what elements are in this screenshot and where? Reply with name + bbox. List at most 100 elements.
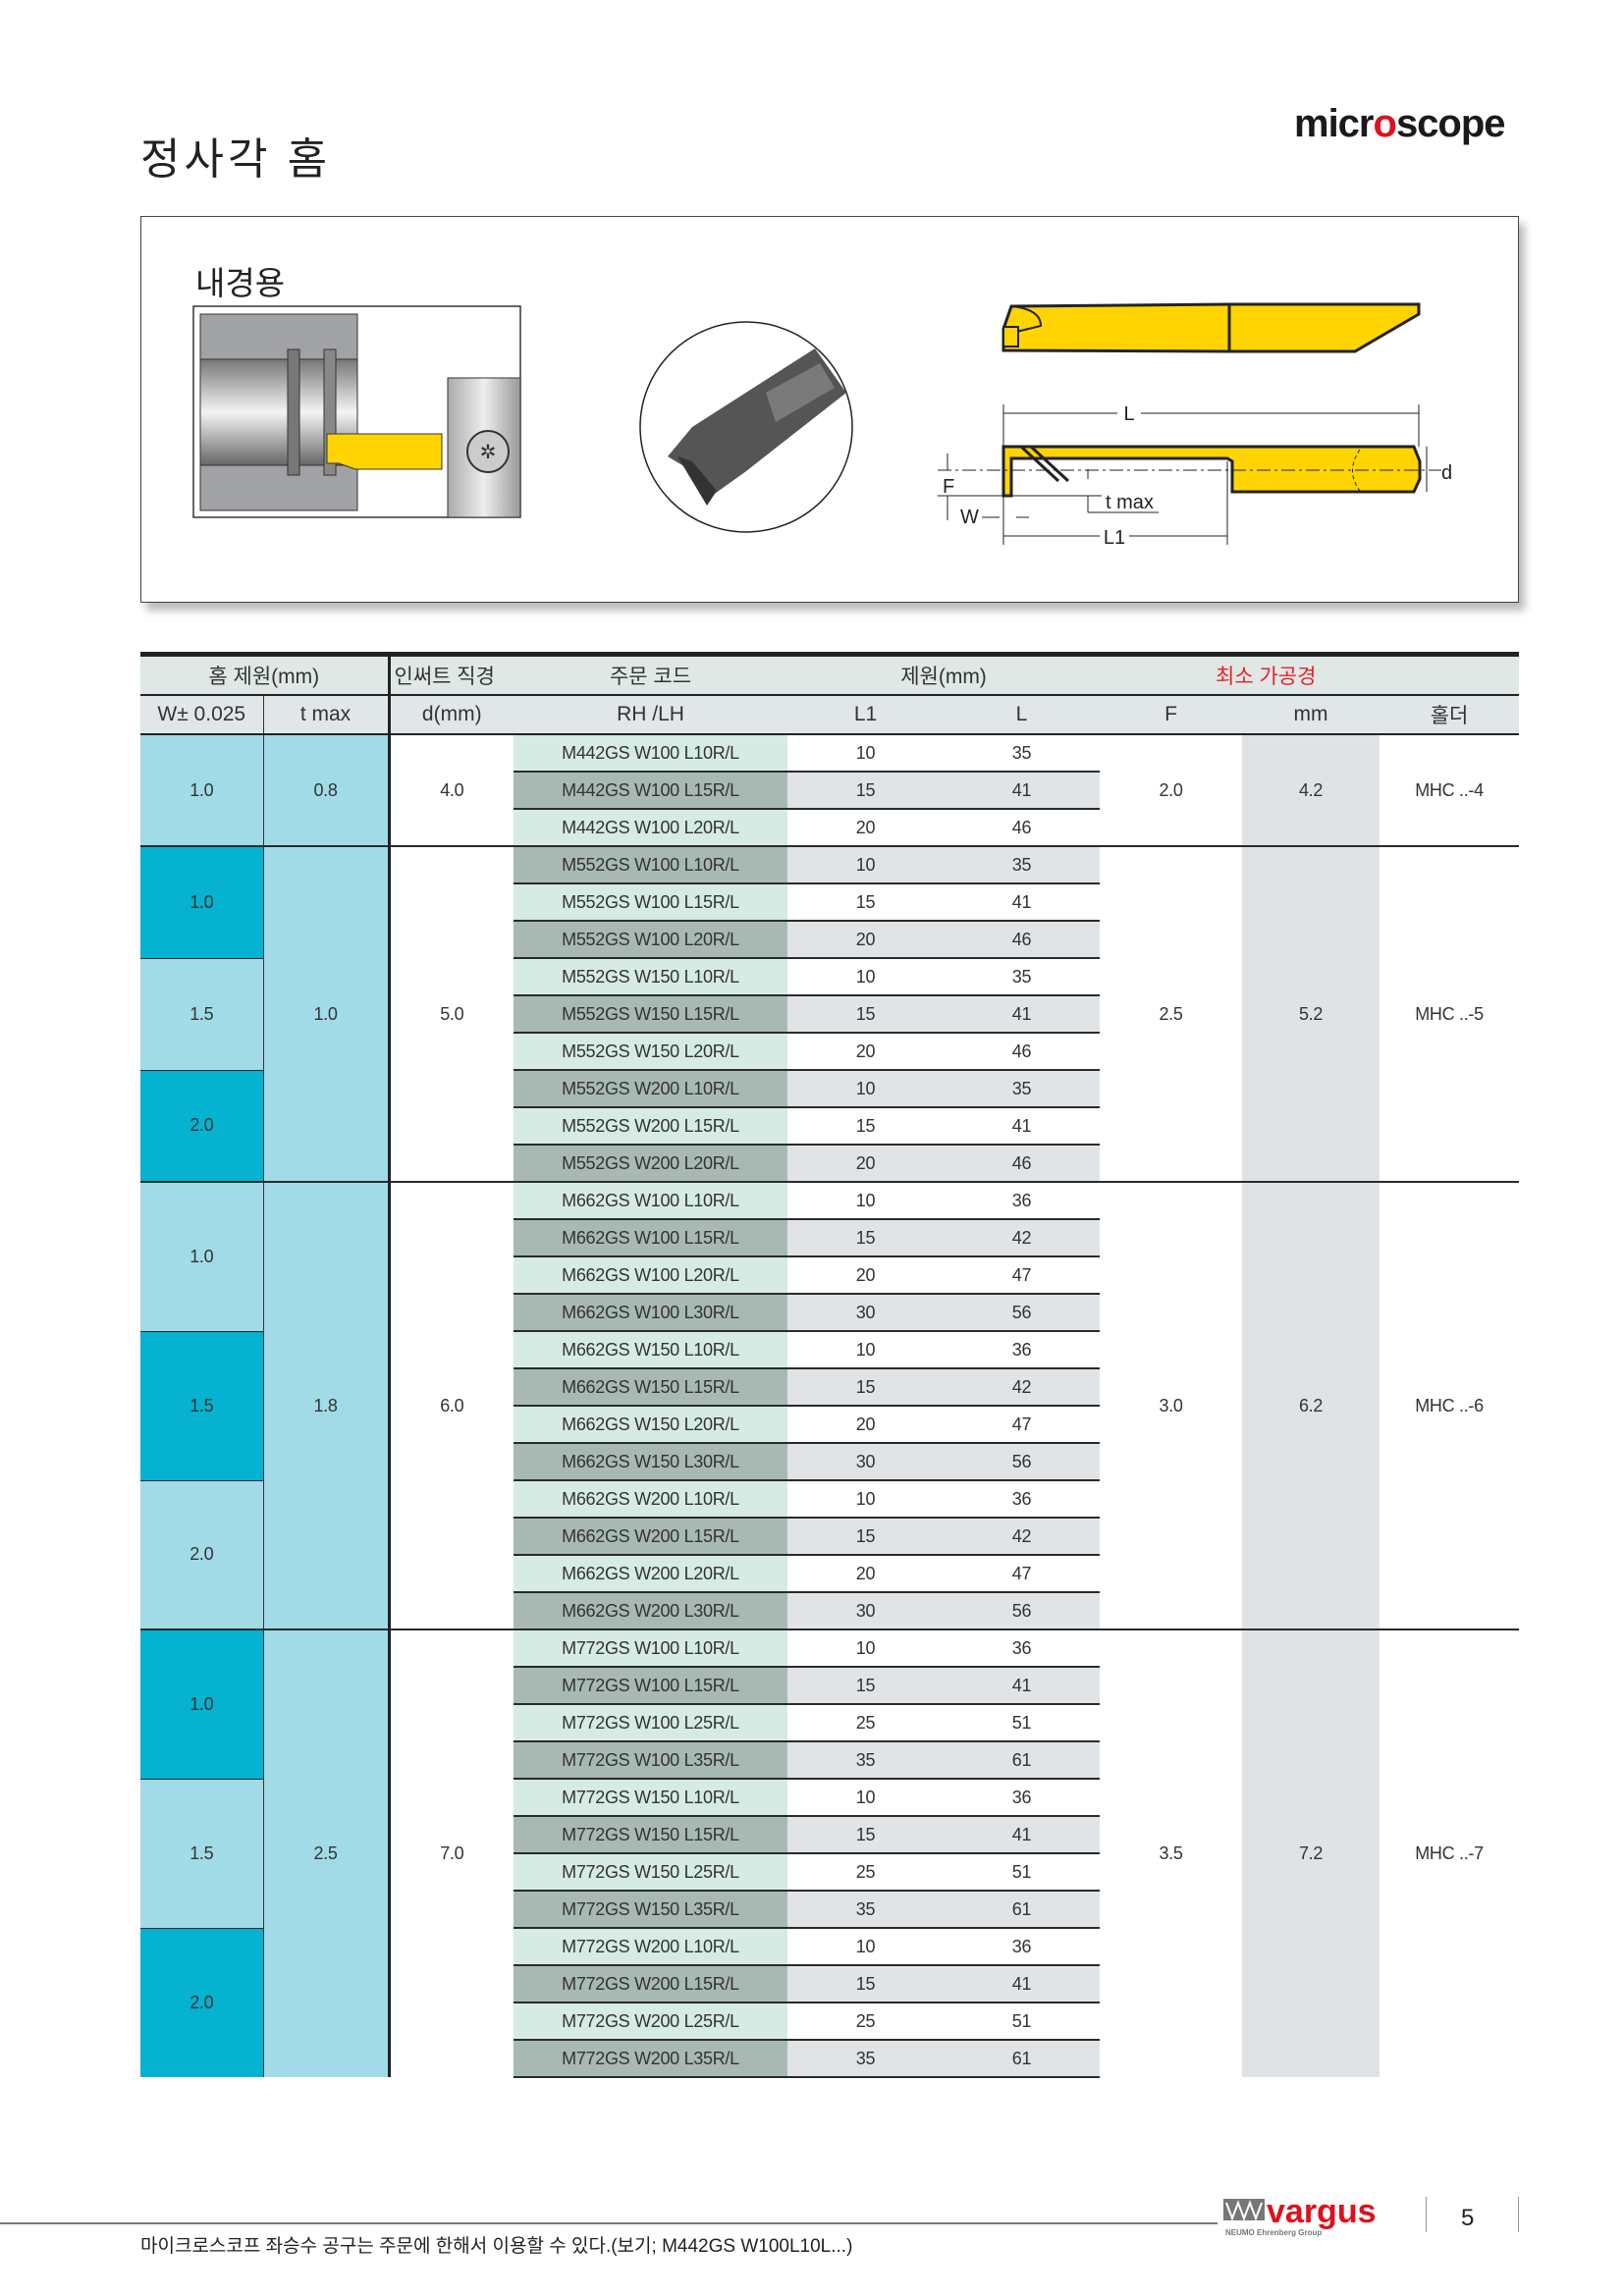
order-code-cell: M662GS W100 L30R/L [514,1293,787,1331]
l-cell: 41 [944,882,1100,921]
order-code-cell: M772GS W100 L25R/L [514,1703,787,1741]
insert-dia-cell: 6.0 [387,1181,514,1629]
l1-cell: 20 [787,1144,944,1182]
min-bore-cell: 7.2 [1242,1629,1380,2077]
torx-screw-icon: ✲ [480,440,497,463]
tmax-cell: 2.5 [262,1629,389,2077]
width-cell: 2.0 [140,1069,263,1182]
order-code-cell: M662GS W200 L15R/L [514,1517,787,1555]
order-code-cell: M662GS W100 L15R/L [514,1218,787,1256]
header-L: L [944,694,1100,735]
l1-cell: 10 [787,733,944,772]
l-cell: 56 [944,1293,1100,1331]
header-d: d(mm) [387,694,514,735]
l-cell: 56 [944,1442,1100,1480]
l-cell: 42 [944,1517,1100,1555]
order-code-cell: M552GS W200 L10R/L [514,1069,787,1107]
l-cell: 36 [944,1181,1100,1219]
l-cell: 61 [944,2039,1100,2078]
insert-dia-cell: 5.0 [387,845,514,1182]
min-bore-cell: 6.2 [1242,1181,1380,1629]
order-code-cell: M772GS W150 L25R/L [514,1852,787,1891]
l-cell: 35 [944,957,1100,995]
order-code-cell: M552GS W100 L10R/L [514,845,787,883]
l-cell: 36 [944,1778,1100,1816]
l1-cell: 10 [787,1778,944,1816]
l1-cell: 35 [787,1740,944,1779]
footer-separator [1426,2197,1427,2232]
order-code-cell: M662GS W200 L10R/L [514,1479,787,1518]
insert-photo [639,321,853,533]
l1-cell: 15 [787,1106,944,1145]
svg-text:NEUMO Ehrenberg Group: NEUMO Ehrenberg Group [1225,2228,1322,2237]
l1-cell: 20 [787,1405,944,1443]
tmax-cell: 1.0 [262,845,389,1182]
svg-text:vargus: vargus [1267,2195,1377,2230]
order-code-cell: M552GS W100 L20R/L [514,920,787,958]
l1-cell: 15 [787,1666,944,1704]
l-cell: 41 [944,1106,1100,1145]
order-code-cell: M772GS W200 L15R/L [514,1964,787,2002]
order-code-cell: M442GS W100 L20R/L [514,808,787,846]
order-code-cell: M662GS W100 L20R/L [514,1255,787,1294]
l-cell: 36 [944,1479,1100,1518]
holder-cell: MHC ..-4 [1380,733,1520,846]
l-cell: 41 [944,1815,1100,1853]
order-code-cell: M662GS W150 L15R/L [514,1367,787,1406]
l-cell: 51 [944,2002,1100,2040]
l1-cell: 20 [787,808,944,846]
order-code-cell: M552GS W200 L15R/L [514,1106,787,1145]
dim-label-L1: L1 [1104,527,1125,549]
l-cell: 36 [944,1927,1100,1965]
l1-cell: 30 [787,1293,944,1331]
l-cell: 47 [944,1255,1100,1294]
l1-cell: 30 [787,1591,944,1629]
order-code-cell: M552GS W100 L15R/L [514,882,787,921]
l1-cell: 15 [787,1517,944,1555]
l-cell: 41 [944,771,1100,809]
header-row-columns: W± 0.025 t max d(mm) RH /LH L1 L F mm 홀더 [140,694,1520,735]
l-cell: 56 [944,1591,1100,1629]
l1-cell: 20 [787,920,944,958]
order-code-cell: M662GS W150 L10R/L [514,1330,787,1368]
l1-cell: 25 [787,1703,944,1741]
l-cell: 46 [944,808,1100,846]
l1-cell: 15 [787,771,944,809]
header-insert-dia: 인써트 직경 [387,652,514,695]
workpiece-illustration: ✲ [192,305,521,518]
order-code-cell: M662GS W100 L10R/L [514,1181,787,1219]
insert-top-view [1001,302,1421,353]
header-groove-dims: 홈 제원(mm) [140,652,389,695]
order-code-cell: M442GS W100 L10R/L [514,733,787,772]
l1-cell: 10 [787,845,944,883]
header-F: F [1100,694,1242,735]
width-cell: 1.5 [140,1330,263,1480]
figure-subtitle: 내경용 [195,265,286,301]
l1-cell: 10 [787,1069,944,1107]
order-code-cell: M552GS W150 L20R/L [514,1032,787,1070]
l-cell: 46 [944,1144,1100,1182]
l1-cell: 25 [787,2002,944,2040]
spec-table: 홈 제원(mm) 인써트 직경 주문 코드 제원(mm) 최소 가공경 W± 0… [140,652,1520,2078]
f-cell: 3.0 [1100,1181,1242,1629]
order-code-cell: M772GS W150 L15R/L [514,1815,787,1853]
